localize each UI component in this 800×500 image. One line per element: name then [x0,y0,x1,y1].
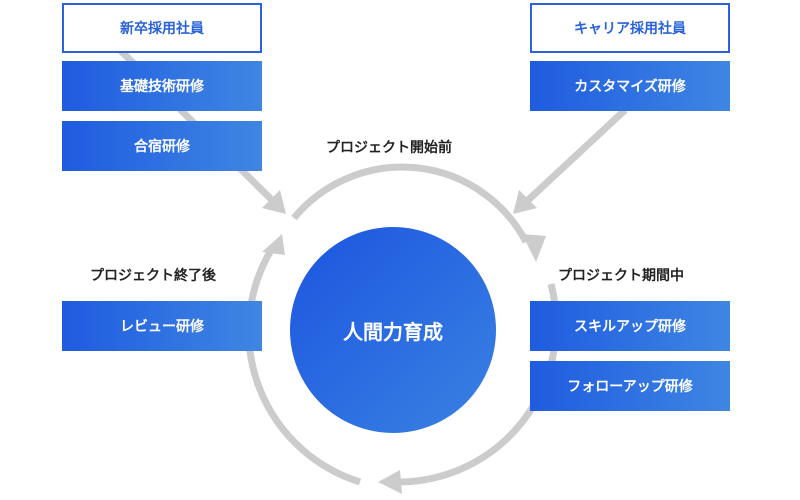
career-title-box: キャリア採用社員 [530,3,730,53]
review-training-label: レビュー研修 [120,319,204,335]
phase-label-during: プロジェクト期間中 [558,268,684,284]
basic-tech-training-box: 基礎技術研修 [62,61,262,111]
followup-training-box: フォローアップ研修 [530,361,730,411]
phase-label-after: プロジェクト終了後 [90,268,216,284]
customize-training-box: カスタマイズ研修 [530,61,730,111]
skillup-training-label: スキルアップ研修 [574,319,686,335]
human-development-core: 人間力育成 [290,227,496,433]
cycle-arc-top [291,163,530,244]
camp-training-label: 合宿研修 [134,139,190,155]
entry-arrow-career [522,107,628,206]
skillup-training-box: スキルアップ研修 [530,301,730,351]
entry-arrow-new-graduate-head [262,190,286,214]
career-title: キャリア採用社員 [574,21,686,37]
cycle-arc-right-head [378,470,402,494]
entry-arrow-career-head [513,190,537,214]
core-label: 人間力育成 [343,319,443,344]
camp-training-box: 合宿研修 [62,121,262,171]
customize-training-label: カスタマイズ研修 [574,79,686,95]
cycle-arc-left-head [262,234,285,255]
cycle-arc-top-head [522,234,546,262]
cycle-arc-left [245,250,362,486]
new-graduate-title: 新卒採用社員 [120,21,204,37]
followup-training-label: フォローアップ研修 [567,379,693,395]
phase-label-before: プロジェクト開始前 [326,140,452,156]
new-graduate-title-box: 新卒採用社員 [62,3,262,53]
basic-tech-training-label: 基礎技術研修 [120,79,204,95]
review-training-box: レビュー研修 [62,301,262,351]
